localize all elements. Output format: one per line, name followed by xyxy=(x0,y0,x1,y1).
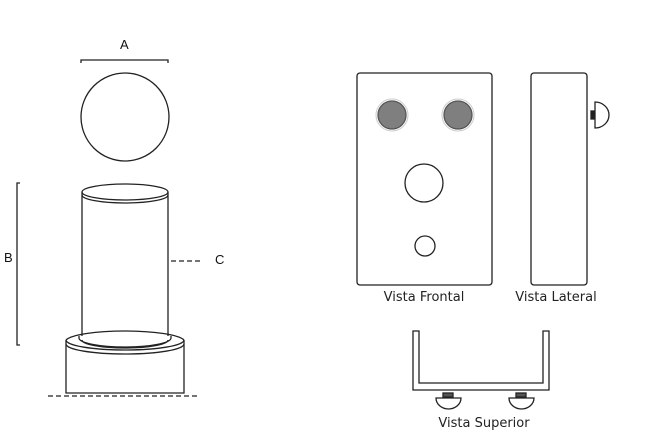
side-view xyxy=(530,72,610,286)
dimension-c-label: C xyxy=(215,252,225,267)
cylinder xyxy=(78,183,172,349)
top-circle xyxy=(80,72,170,162)
cylinder-base xyxy=(65,330,185,394)
dimension-a-label: A xyxy=(120,37,129,52)
top-view xyxy=(412,330,550,410)
large-button xyxy=(404,163,444,203)
small-button xyxy=(414,235,436,257)
dimension-b-label: B xyxy=(4,250,13,265)
front-view xyxy=(356,72,493,286)
indicator-light-right xyxy=(443,100,473,130)
side-view-label: Vista Lateral xyxy=(515,290,597,305)
top-view-label: Vista Superior xyxy=(438,416,530,431)
dimension-b-bracket xyxy=(16,182,20,346)
dimension-a-line xyxy=(80,59,169,63)
front-view-label: Vista Frontal xyxy=(383,290,465,305)
indicator-light-left xyxy=(377,100,407,130)
